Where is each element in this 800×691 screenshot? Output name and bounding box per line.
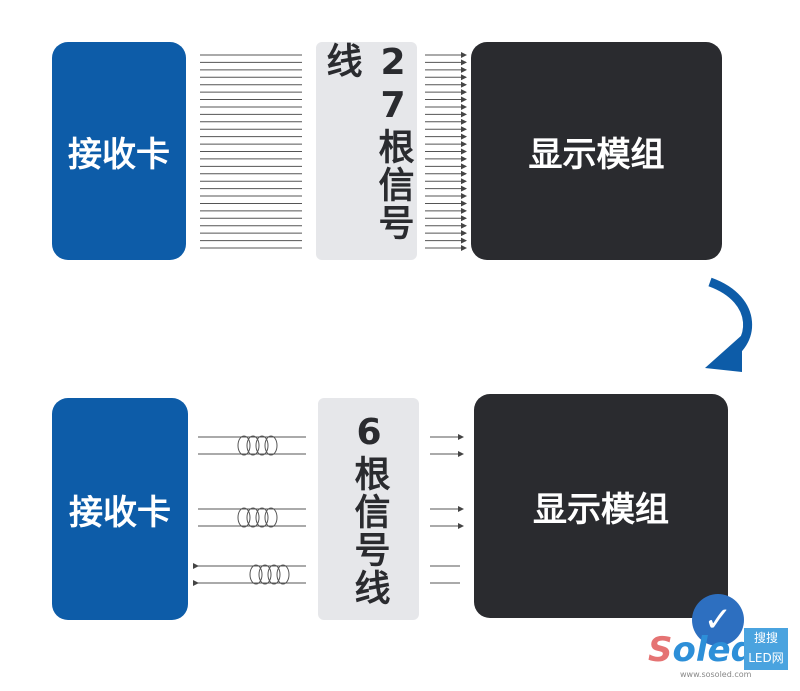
display-module-bottom: 显示模组 [474, 394, 728, 618]
bottom-twisted-pairs [193, 434, 464, 586]
coil-loop-icon [255, 435, 269, 456]
coil-loop-icon [237, 507, 251, 528]
coil-loop-icon [258, 564, 272, 585]
signal-label-bottom: 6根信号线 [318, 398, 419, 620]
receiver-card-top: 接收卡 [52, 42, 186, 260]
display-module-top: 显示模组 [471, 42, 722, 260]
coil-loop-icon [246, 435, 260, 456]
coil-loop-icon [264, 435, 278, 456]
coil-loop-icon [267, 564, 281, 585]
coil-loop-icon [237, 435, 251, 456]
coil-loop-icon [255, 507, 269, 528]
check-badge-icon: ✓ [692, 594, 744, 646]
coil-loop-icon [276, 564, 290, 585]
coil-loop-icon [246, 507, 260, 528]
signal-label-top: 27根信号线 [316, 42, 417, 260]
top-signal-lines [200, 52, 467, 251]
receiver-card-bottom: 接收卡 [52, 398, 188, 620]
watermark-url: www.sosoled.com [680, 670, 752, 679]
arrow-head-icon [705, 335, 742, 372]
coil-loop-icon [249, 564, 263, 585]
soled-logo: Soled [648, 630, 755, 670]
coil-loop-icon [264, 507, 278, 528]
